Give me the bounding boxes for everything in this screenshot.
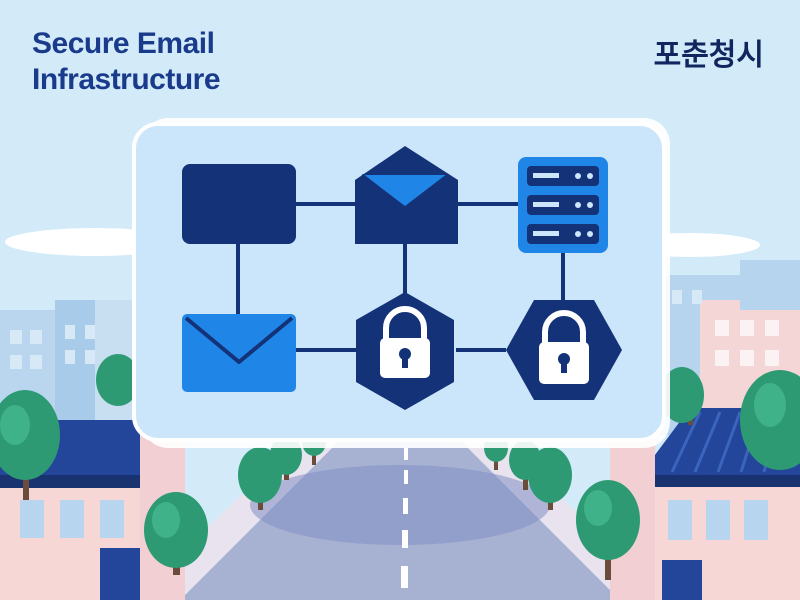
open-envelope-icon (355, 146, 458, 244)
square-block-icon (182, 164, 296, 244)
title-line-1: Secure Email (32, 27, 215, 60)
road-shadow (250, 465, 550, 545)
padlock-icon (506, 300, 622, 400)
envelope-icon (182, 314, 296, 392)
page-title: Secure Email Infrastructure (32, 26, 221, 98)
brand-name: 포춘청시 (653, 38, 764, 73)
padlock-icon (356, 292, 454, 410)
street-trees (0, 354, 800, 580)
server-stack-icon (518, 157, 608, 253)
road-lane-markings (401, 448, 408, 588)
title-line-2: Infrastructure (32, 63, 221, 96)
diagram-connectors (236, 202, 565, 352)
